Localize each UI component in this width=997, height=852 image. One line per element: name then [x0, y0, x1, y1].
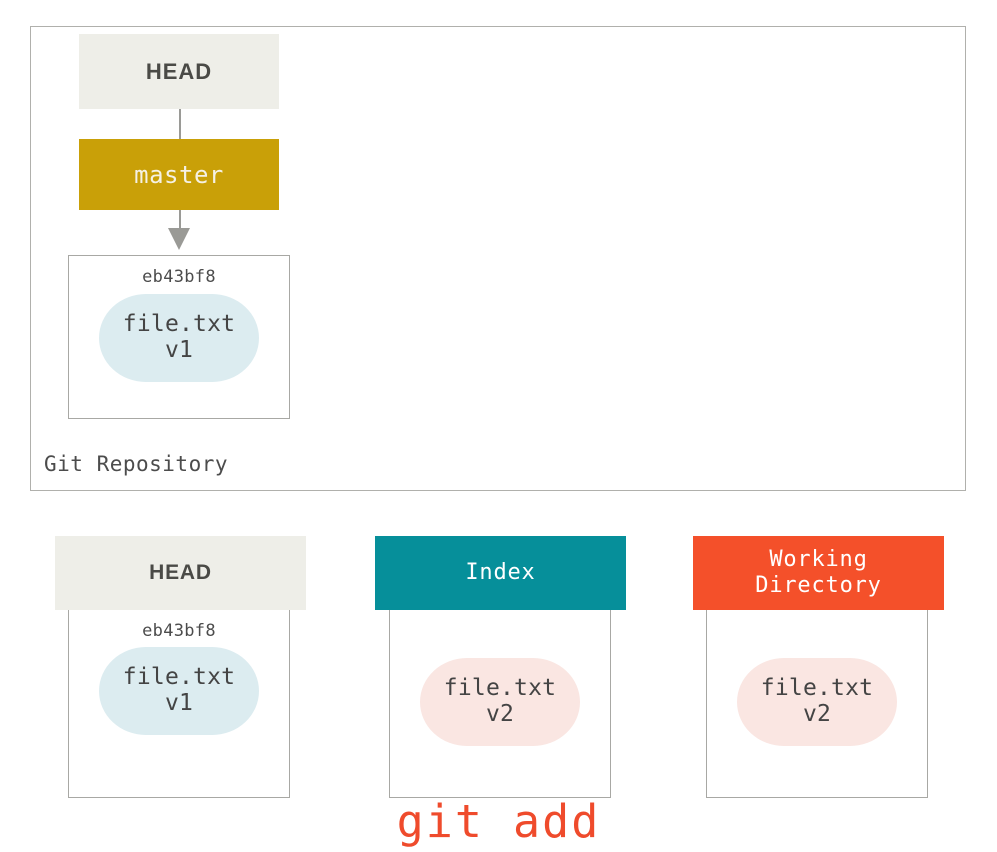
master-to-commit-arrowhead-icon	[168, 228, 190, 250]
index-area-body: file.txt v2	[389, 610, 611, 798]
file-name: file.txt	[122, 664, 236, 691]
repository-commit-hash: eb43bf8	[142, 267, 216, 287]
working-directory-area-header-label: Working Directory	[755, 547, 882, 598]
repository-master-branch-label: master	[134, 160, 224, 189]
head-area-header: HEAD	[55, 536, 306, 610]
index-area-file-blob: file.txt v2	[420, 658, 580, 746]
head-area-hash: eb43bf8	[142, 621, 216, 641]
repository-head-label: HEAD	[145, 58, 213, 84]
head-to-master-connector-line	[178, 109, 181, 139]
repository-head-box: HEAD	[79, 34, 279, 109]
git-command-caption: git add	[396, 795, 601, 848]
repository-commit-box: eb43bf8 file.txt v1	[68, 255, 290, 419]
file-name: file.txt	[760, 675, 874, 702]
master-to-commit-connector-line	[178, 210, 181, 237]
index-area-header: Index	[375, 536, 626, 610]
head-area-file-blob: file.txt v1	[99, 647, 259, 735]
repository-commit-file-blob: file.txt v1	[99, 294, 259, 382]
repository-master-branch-box: master	[79, 139, 279, 210]
git-repository-label: Git Repository	[44, 452, 229, 476]
working-directory-area-body: file.txt v2	[706, 610, 928, 798]
head-area-body: eb43bf8 file.txt v1	[68, 610, 290, 798]
file-name: file.txt	[443, 675, 557, 702]
working-directory-area-file-blob: file.txt v2	[737, 658, 897, 746]
file-version: v1	[164, 337, 194, 363]
working-directory-area-header: Working Directory	[693, 536, 944, 610]
head-area-header-label: HEAD	[149, 560, 212, 584]
file-version: v2	[485, 701, 515, 727]
file-version: v2	[802, 701, 832, 727]
file-version: v1	[164, 690, 194, 716]
file-name: file.txt	[122, 311, 236, 338]
index-area-header-label: Index	[465, 560, 536, 586]
